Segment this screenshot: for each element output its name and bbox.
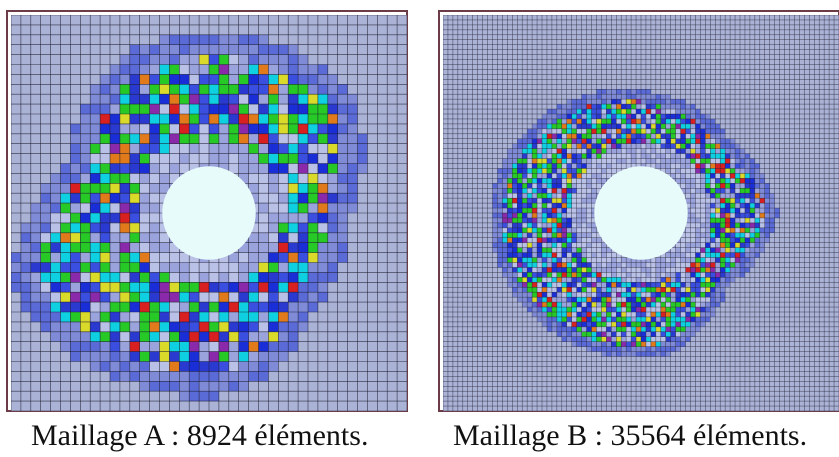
mesh-frame-b (438, 10, 839, 412)
caption-mesh-b: Maillage B : 35564 éléments. (453, 419, 808, 452)
caption-mesh-a: Maillage A : 8924 éléments. (31, 419, 369, 452)
hole (594, 166, 688, 260)
mesh-cells (11, 34, 368, 402)
mesh-b-plot (443, 15, 839, 411)
mesh-panel-b (438, 10, 839, 412)
mesh-panel-a (6, 10, 408, 412)
hole (162, 166, 256, 260)
mesh-frame-a (6, 10, 408, 412)
mesh-a-plot (11, 15, 407, 411)
mesh-cells (492, 89, 780, 357)
